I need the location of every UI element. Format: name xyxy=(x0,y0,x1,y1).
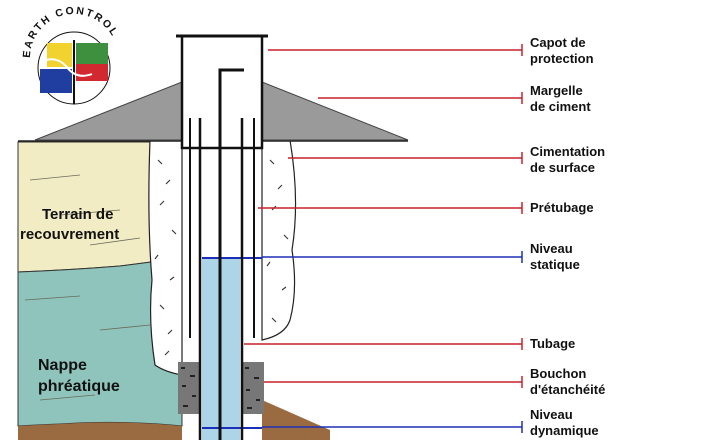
seal-texture xyxy=(181,367,260,409)
label-niveau-dynamique-1: Niveau xyxy=(530,407,573,422)
label-margelle-1: Margelle xyxy=(530,83,583,98)
callout-niveau-dynamique: Niveau dynamique xyxy=(262,407,599,438)
protective-cap xyxy=(180,34,264,150)
earth-control-logo: EARTH CONTROL xyxy=(21,5,119,105)
label-capot-2: protection xyxy=(530,51,594,66)
seal-left xyxy=(178,362,200,414)
zone-label-aquifer-1: Nappe xyxy=(38,357,87,374)
label-tubage: Tubage xyxy=(530,336,575,351)
callout-cimentation: Cimentation de surface xyxy=(288,144,605,175)
zone-label-overburden-1: Terrain de xyxy=(42,206,113,223)
label-cimentation-2: de surface xyxy=(530,160,595,175)
callout-tubage: Tubage xyxy=(244,336,575,351)
logo-wave xyxy=(41,58,93,77)
logo-quadrant-blue xyxy=(40,69,72,93)
callout-pretubage: Prétubage xyxy=(258,200,594,215)
label-niveau-dynamique-2: dynamique xyxy=(530,423,599,438)
seal-right xyxy=(242,362,264,414)
label-bouchon-1: Bouchon xyxy=(530,366,586,381)
zone-label-aquifer-2: phréatique xyxy=(38,378,120,395)
callout-margelle: Margelle de ciment xyxy=(318,83,591,114)
logo-quadrant-green xyxy=(76,43,108,64)
inner-tube-hook xyxy=(218,68,244,440)
logo-quadrant-red xyxy=(76,64,108,81)
cement-annulus-right xyxy=(261,139,297,341)
label-bouchon-2: d'étanchéité xyxy=(530,382,605,397)
callout-niveau-statique: Niveau statique xyxy=(262,241,580,272)
label-pretubage: Prétubage xyxy=(530,200,594,215)
bedrock-right xyxy=(262,400,330,440)
label-niveau-statique-1: Niveau xyxy=(530,241,573,256)
callout-bouchon: Bouchon d'étanchéité xyxy=(264,366,605,397)
label-niveau-statique-2: statique xyxy=(530,257,580,272)
bedrock-layer xyxy=(18,422,182,440)
label-capot-1: Capot de xyxy=(530,35,586,50)
cement-speckles xyxy=(154,159,289,356)
logo-quadrant-yellow xyxy=(47,43,72,67)
zone-label-overburden-2: recouvrement xyxy=(20,226,119,243)
label-margelle-2: de ciment xyxy=(530,99,591,114)
strata-hatch xyxy=(24,174,151,401)
callout-capot: Capot de protection xyxy=(268,35,594,66)
cement-annulus xyxy=(148,139,183,376)
label-cimentation-1: Cimentation xyxy=(530,144,605,159)
